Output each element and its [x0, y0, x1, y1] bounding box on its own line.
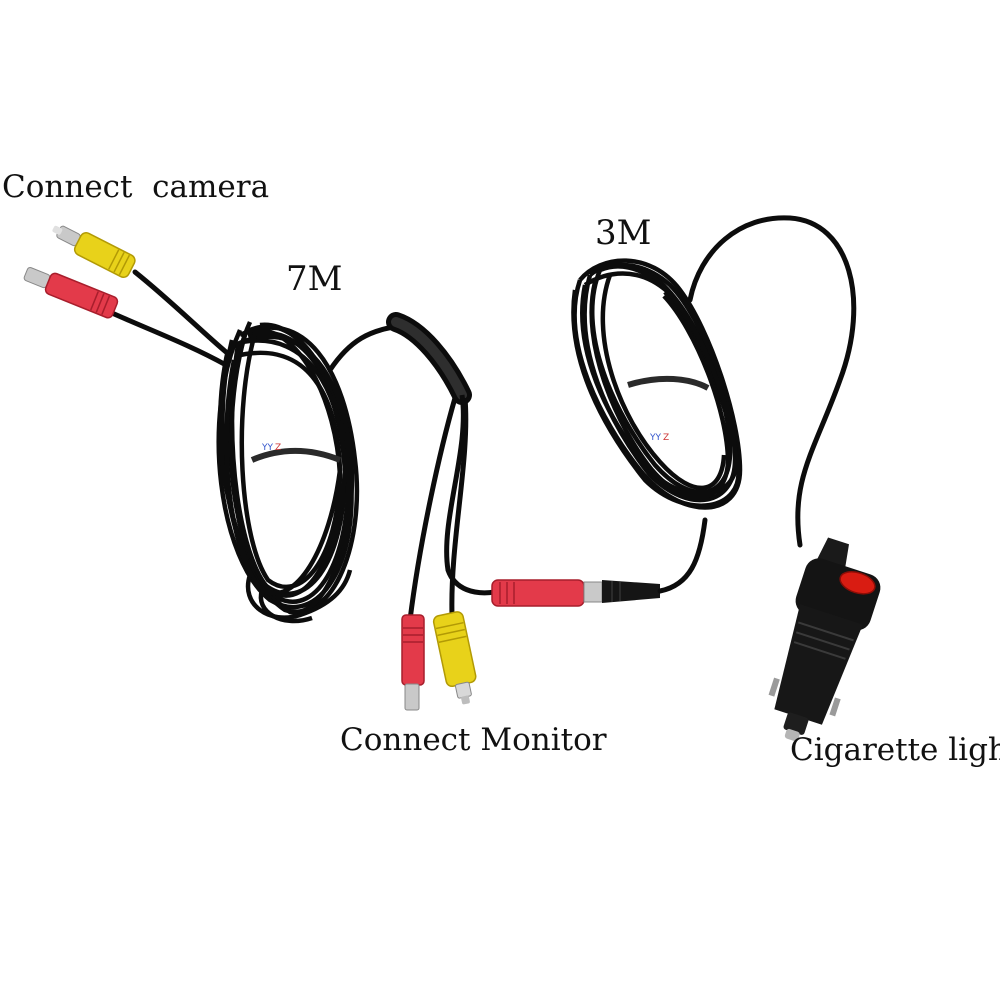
cable-coil-7m-icon [216, 321, 360, 624]
cable-7m-to-splitter [327, 323, 403, 373]
splitter-branch-red [407, 397, 458, 621]
label-connect-camera: Connect camera [2, 169, 270, 205]
svg-text:YY: YY [261, 443, 273, 453]
monitor-yellow-plug-icon [432, 611, 477, 705]
cable-coil-3m-icon [571, 258, 743, 510]
splitter-branch-yellow [449, 397, 469, 616]
svg-text:Z: Z [275, 443, 281, 453]
coil-tie [250, 448, 342, 463]
svg-text:YY: YY [649, 433, 661, 443]
label-connect-monitor: Connect Monitor [340, 722, 607, 758]
red-dc-plug-icon [23, 267, 119, 319]
label-cable-length-7m: 7M [286, 259, 343, 299]
yellow-rca-plug-icon [52, 225, 136, 278]
coil-tie-3m [627, 375, 710, 391]
label-cable-length-3m: 3M [595, 213, 652, 253]
label-cigarette-lighter: Cigarette lighter [790, 732, 1000, 768]
cigarette-lighter-plug-icon [768, 537, 881, 742]
svg-text:Z: Z [663, 433, 669, 443]
power-switch-icon [839, 571, 876, 595]
cable-connector-to-3m [657, 517, 708, 594]
camera-red-lead [109, 310, 229, 368]
y-splitter-icon [386, 312, 496, 621]
monitor-red-plug-icon [401, 614, 425, 711]
camera-plugs [23, 225, 229, 368]
cable-3m-to-lighter [687, 215, 857, 548]
inline-connector-icon [491, 579, 660, 607]
camera-yellow-lead [132, 269, 229, 355]
splitter-branch-power [444, 394, 496, 596]
